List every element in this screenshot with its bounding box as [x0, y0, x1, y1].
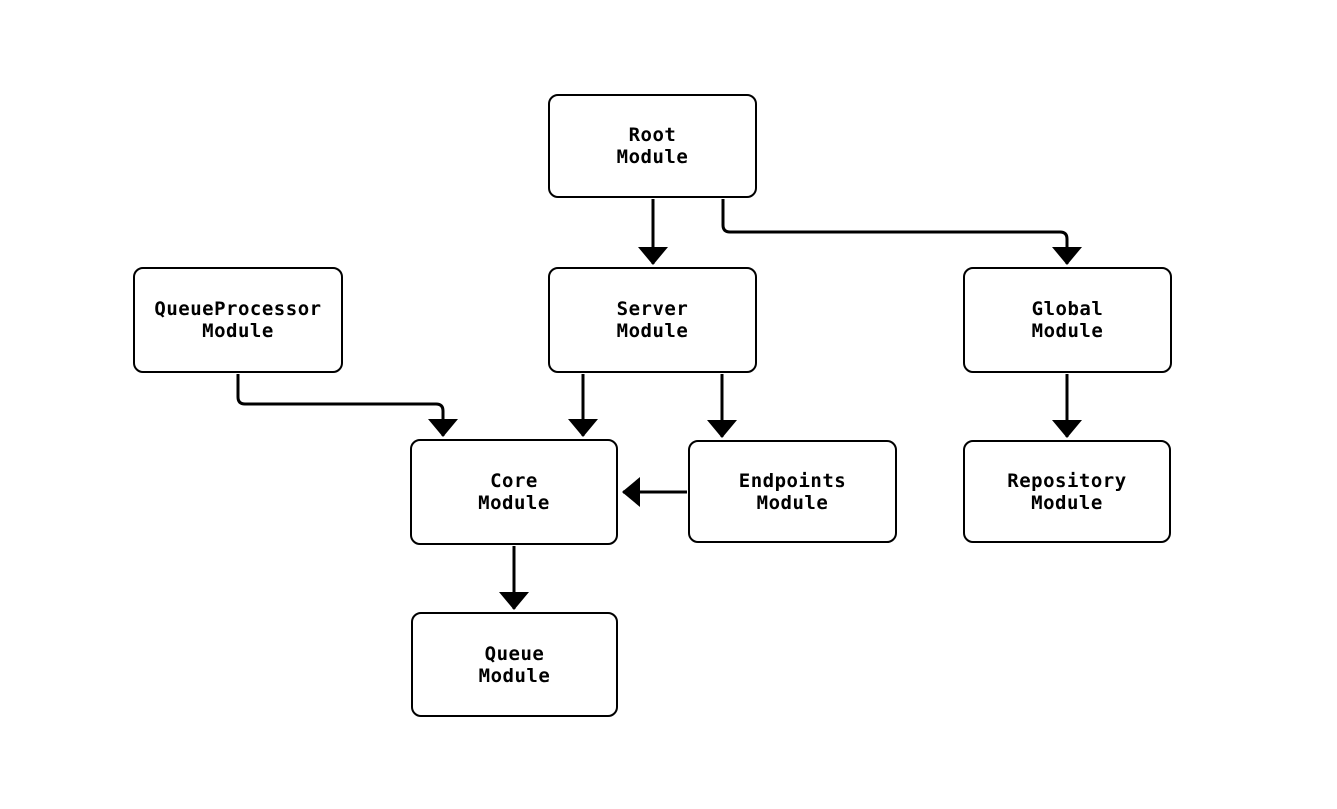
node-queueprocessor-module: QueueProcessor Module [133, 267, 343, 373]
node-label: Endpoints Module [739, 470, 846, 514]
node-title: Queue [484, 642, 545, 665]
node-core-module: Core Module [410, 439, 618, 545]
node-subtitle: Module [1031, 320, 1104, 342]
node-endpoints-module: Endpoints Module [688, 440, 897, 543]
node-queue-module: Queue Module [411, 612, 618, 717]
node-subtitle: Module [202, 320, 274, 342]
node-subtitle: Module [478, 664, 551, 687]
node-subtitle: Module [1031, 491, 1103, 514]
node-repository-module: Repository Module [963, 440, 1171, 543]
node-label: Queue Module [479, 643, 551, 687]
node-label: Global Module [1032, 298, 1104, 342]
node-label: Root Module [617, 124, 689, 168]
node-subtitle: Module [478, 492, 550, 514]
node-subtitle: Module [756, 491, 829, 514]
node-title: Repository [1007, 469, 1127, 492]
node-label: Server Module [617, 298, 689, 342]
node-title: Core [490, 470, 538, 492]
node-label: QueueProcessor Module [154, 298, 321, 342]
node-title: Global [1031, 298, 1104, 320]
node-title: Root [628, 124, 677, 146]
node-subtitle: Module [616, 320, 689, 342]
node-title: Endpoints [738, 469, 847, 492]
node-global-module: Global Module [963, 267, 1172, 373]
edge-root-to-global-arrow [721, 199, 1082, 265]
node-label: Repository Module [1007, 470, 1126, 514]
node-title: QueueProcessor [154, 298, 322, 320]
edge-queueprocessor-to-core-arrow [236, 374, 458, 437]
node-root-module: Root Module [548, 94, 757, 198]
node-title: Server [616, 298, 689, 320]
node-label: Core Module [478, 470, 550, 514]
node-subtitle: Module [616, 146, 689, 168]
node-server-module: Server Module [548, 267, 757, 373]
